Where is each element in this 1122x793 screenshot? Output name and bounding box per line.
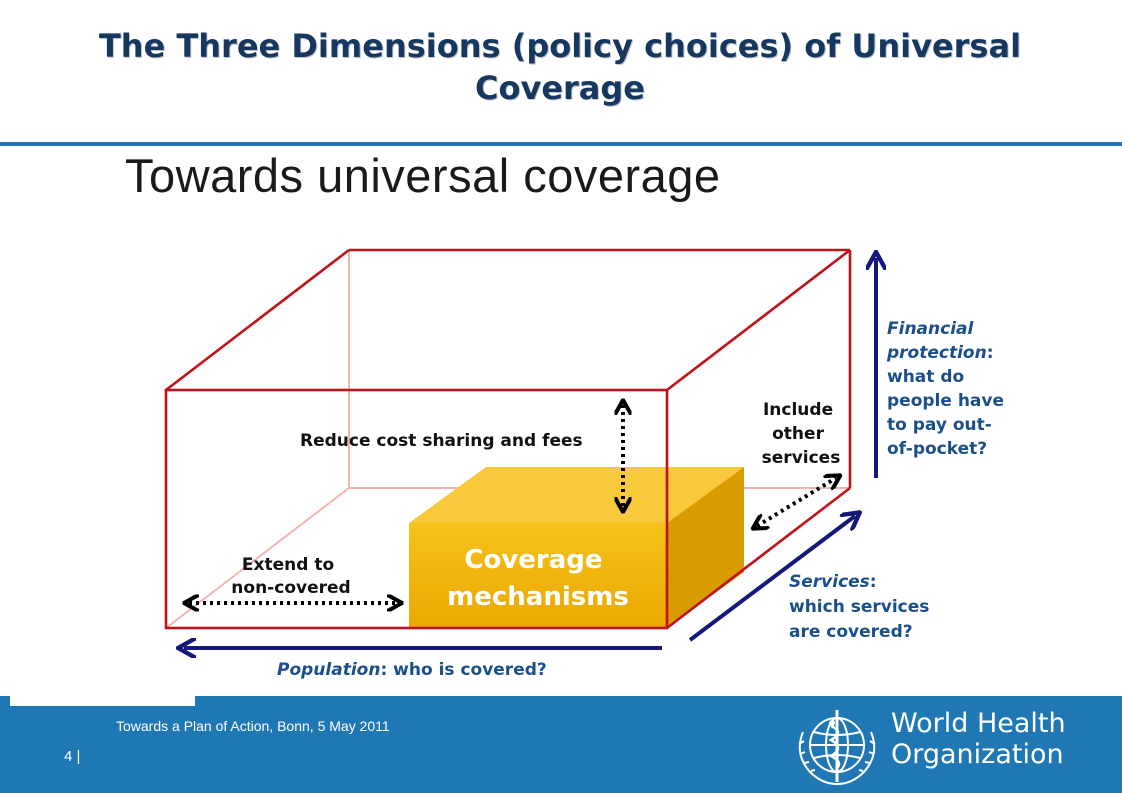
- population-label: Population: who is covered?: [277, 660, 547, 680]
- include-other-services-arrow: [757, 478, 836, 526]
- coverage-mechanisms-label: Coverage mechanisms: [447, 545, 629, 612]
- footer-notch: [10, 696, 195, 706]
- who-emblem-icon: [798, 710, 876, 786]
- coverage-mechanisms-cube: [409, 467, 744, 628]
- coverage-box-diagram: Reduce cost sharing and fees Include oth…: [164, 248, 1010, 680]
- reduce-cost-sharing-label: Reduce cost sharing and fees: [300, 431, 583, 451]
- title-divider: [0, 142, 1122, 146]
- footer-bar: Towards a Plan of Action, Bonn, 5 May 20…: [0, 696, 1122, 793]
- include-other-services-label: Include other services: [762, 400, 841, 468]
- financial-protection-label: Financial protection: what do people hav…: [886, 319, 1010, 459]
- who-organization-name: World Health Organization: [891, 708, 1066, 771]
- extend-to-non-covered-label: Extend to non-covered: [231, 555, 350, 598]
- footer-event-text: Towards a Plan of Action, Bonn, 5 May 20…: [116, 718, 390, 734]
- box-front-edges: [164, 248, 852, 630]
- diagram-heading: Towards universal coverage: [125, 149, 721, 202]
- page-number: 4 |: [64, 748, 81, 765]
- services-label: Services: which services are covered?: [789, 572, 935, 642]
- services-axis-arrow: [688, 516, 855, 642]
- slide-title: The Three Dimensions (policy choices) of…: [98, 27, 1022, 107]
